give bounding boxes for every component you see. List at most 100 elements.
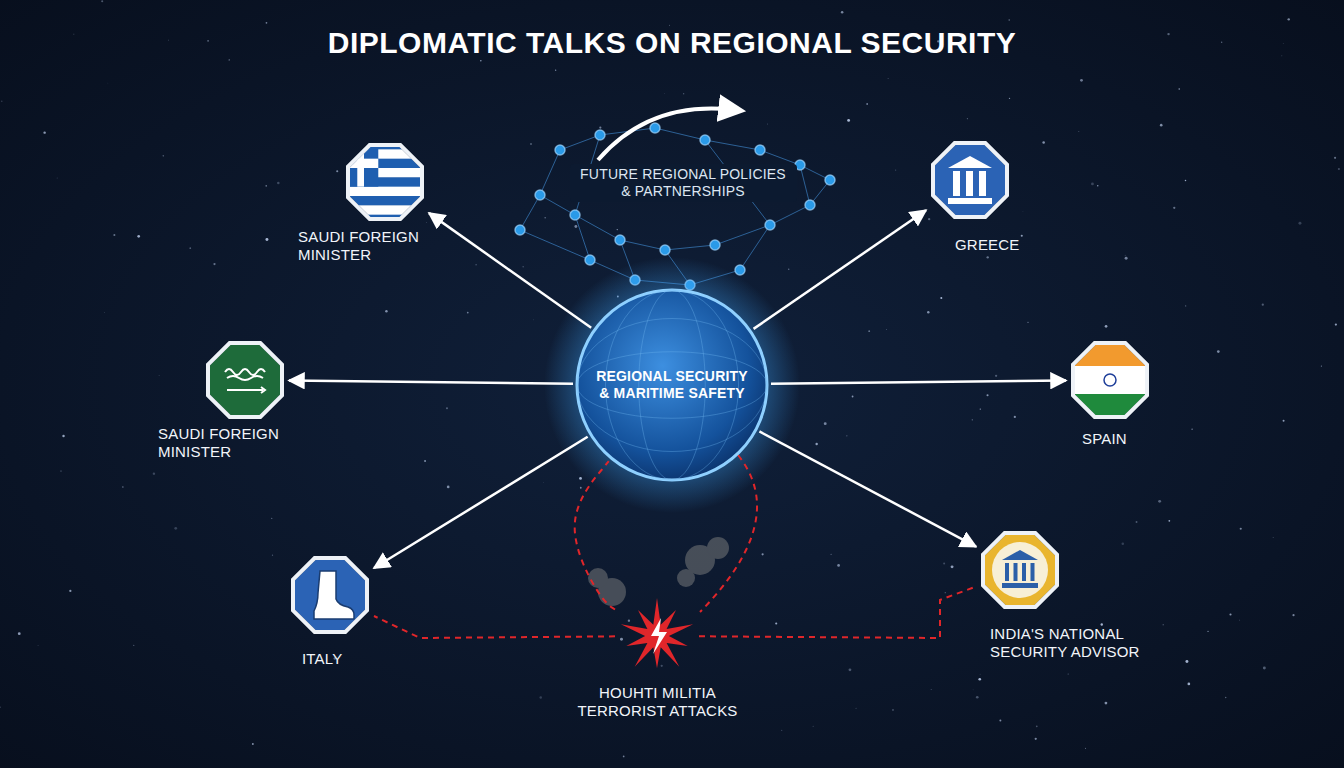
party-badge: GREECE [928,138,1012,222]
smoke [588,537,729,606]
star [1124,254,1126,256]
star [1158,500,1161,503]
star [664,93,666,95]
star [886,329,888,331]
star [775,622,777,624]
party-badge: INDIA'S NATIONAL SECURITY ADVISOR [978,528,1062,612]
network-link [655,128,705,140]
star [1105,702,1108,705]
network-dot [595,130,605,140]
star [574,225,577,228]
network-link [760,150,800,165]
network-dot [570,210,580,220]
star [43,131,45,133]
star [847,119,850,122]
bank-icon [978,528,1062,612]
star [1084,747,1086,749]
network-link [665,245,715,250]
network-dot [555,145,565,155]
star [266,22,268,24]
star [73,33,75,35]
star [999,720,1001,722]
network-dot [755,145,765,155]
arrow-connector [429,213,591,328]
octagon-frame [208,343,282,417]
octagon-frame [1073,343,1147,417]
star [1105,325,1108,328]
star [987,256,989,258]
star [1225,697,1226,698]
star [467,312,469,314]
star [1239,619,1241,621]
star [277,182,280,185]
star [18,632,21,635]
star [1338,168,1340,170]
star [1009,98,1010,99]
star [168,39,170,41]
star [987,394,989,396]
star [60,470,61,471]
network-link [560,135,600,150]
star [892,709,894,711]
star [846,435,848,437]
network-dot [535,190,545,200]
star [824,422,827,425]
globe-glow [544,257,800,513]
star [1187,683,1190,686]
star [153,472,155,474]
node-label: GREECE [955,236,1055,254]
star [522,266,524,268]
star [972,419,973,420]
star [265,185,267,187]
star [1298,222,1301,225]
arrow-connector [289,381,573,384]
star [976,696,979,699]
network-dot [585,255,595,265]
star [767,123,768,124]
diagram-title: DIPLOMATIC TALKS ON REGIONAL SECURITY [0,26,1344,60]
globe-parallel [577,319,767,452]
star [424,460,426,462]
star [931,689,932,690]
party-badge: SAUDI FOREIGN MINISTER [343,140,427,224]
star [868,330,870,332]
arrow-connector [754,210,926,329]
star [628,619,630,621]
star [1273,537,1274,538]
star [1240,528,1242,530]
star [1080,79,1083,82]
star [1185,660,1188,663]
star [555,241,557,243]
star [1163,624,1164,625]
star [189,247,191,249]
star [978,678,981,681]
star [1281,55,1282,56]
star [599,126,601,128]
star [62,435,64,437]
star [1167,33,1169,35]
star [158,375,160,377]
star [137,235,140,238]
star [1042,141,1045,144]
node-label: SAUDI FOREIGN MINISTER [158,425,333,461]
star [1288,18,1290,20]
star [1097,185,1098,186]
star [533,319,535,321]
star [213,263,215,265]
network-link [740,225,770,270]
star [661,665,663,667]
node-label: SPAIN [1082,430,1172,448]
star [1185,180,1186,181]
star [980,408,981,409]
star [972,689,974,691]
octagon-frame [983,533,1057,607]
star [1335,323,1337,325]
explosion-shape [617,596,697,676]
star [252,743,254,745]
star [830,553,832,555]
octagon-shape [288,553,372,637]
star [1282,42,1284,44]
network-dot [735,265,745,275]
network-link [575,215,590,260]
